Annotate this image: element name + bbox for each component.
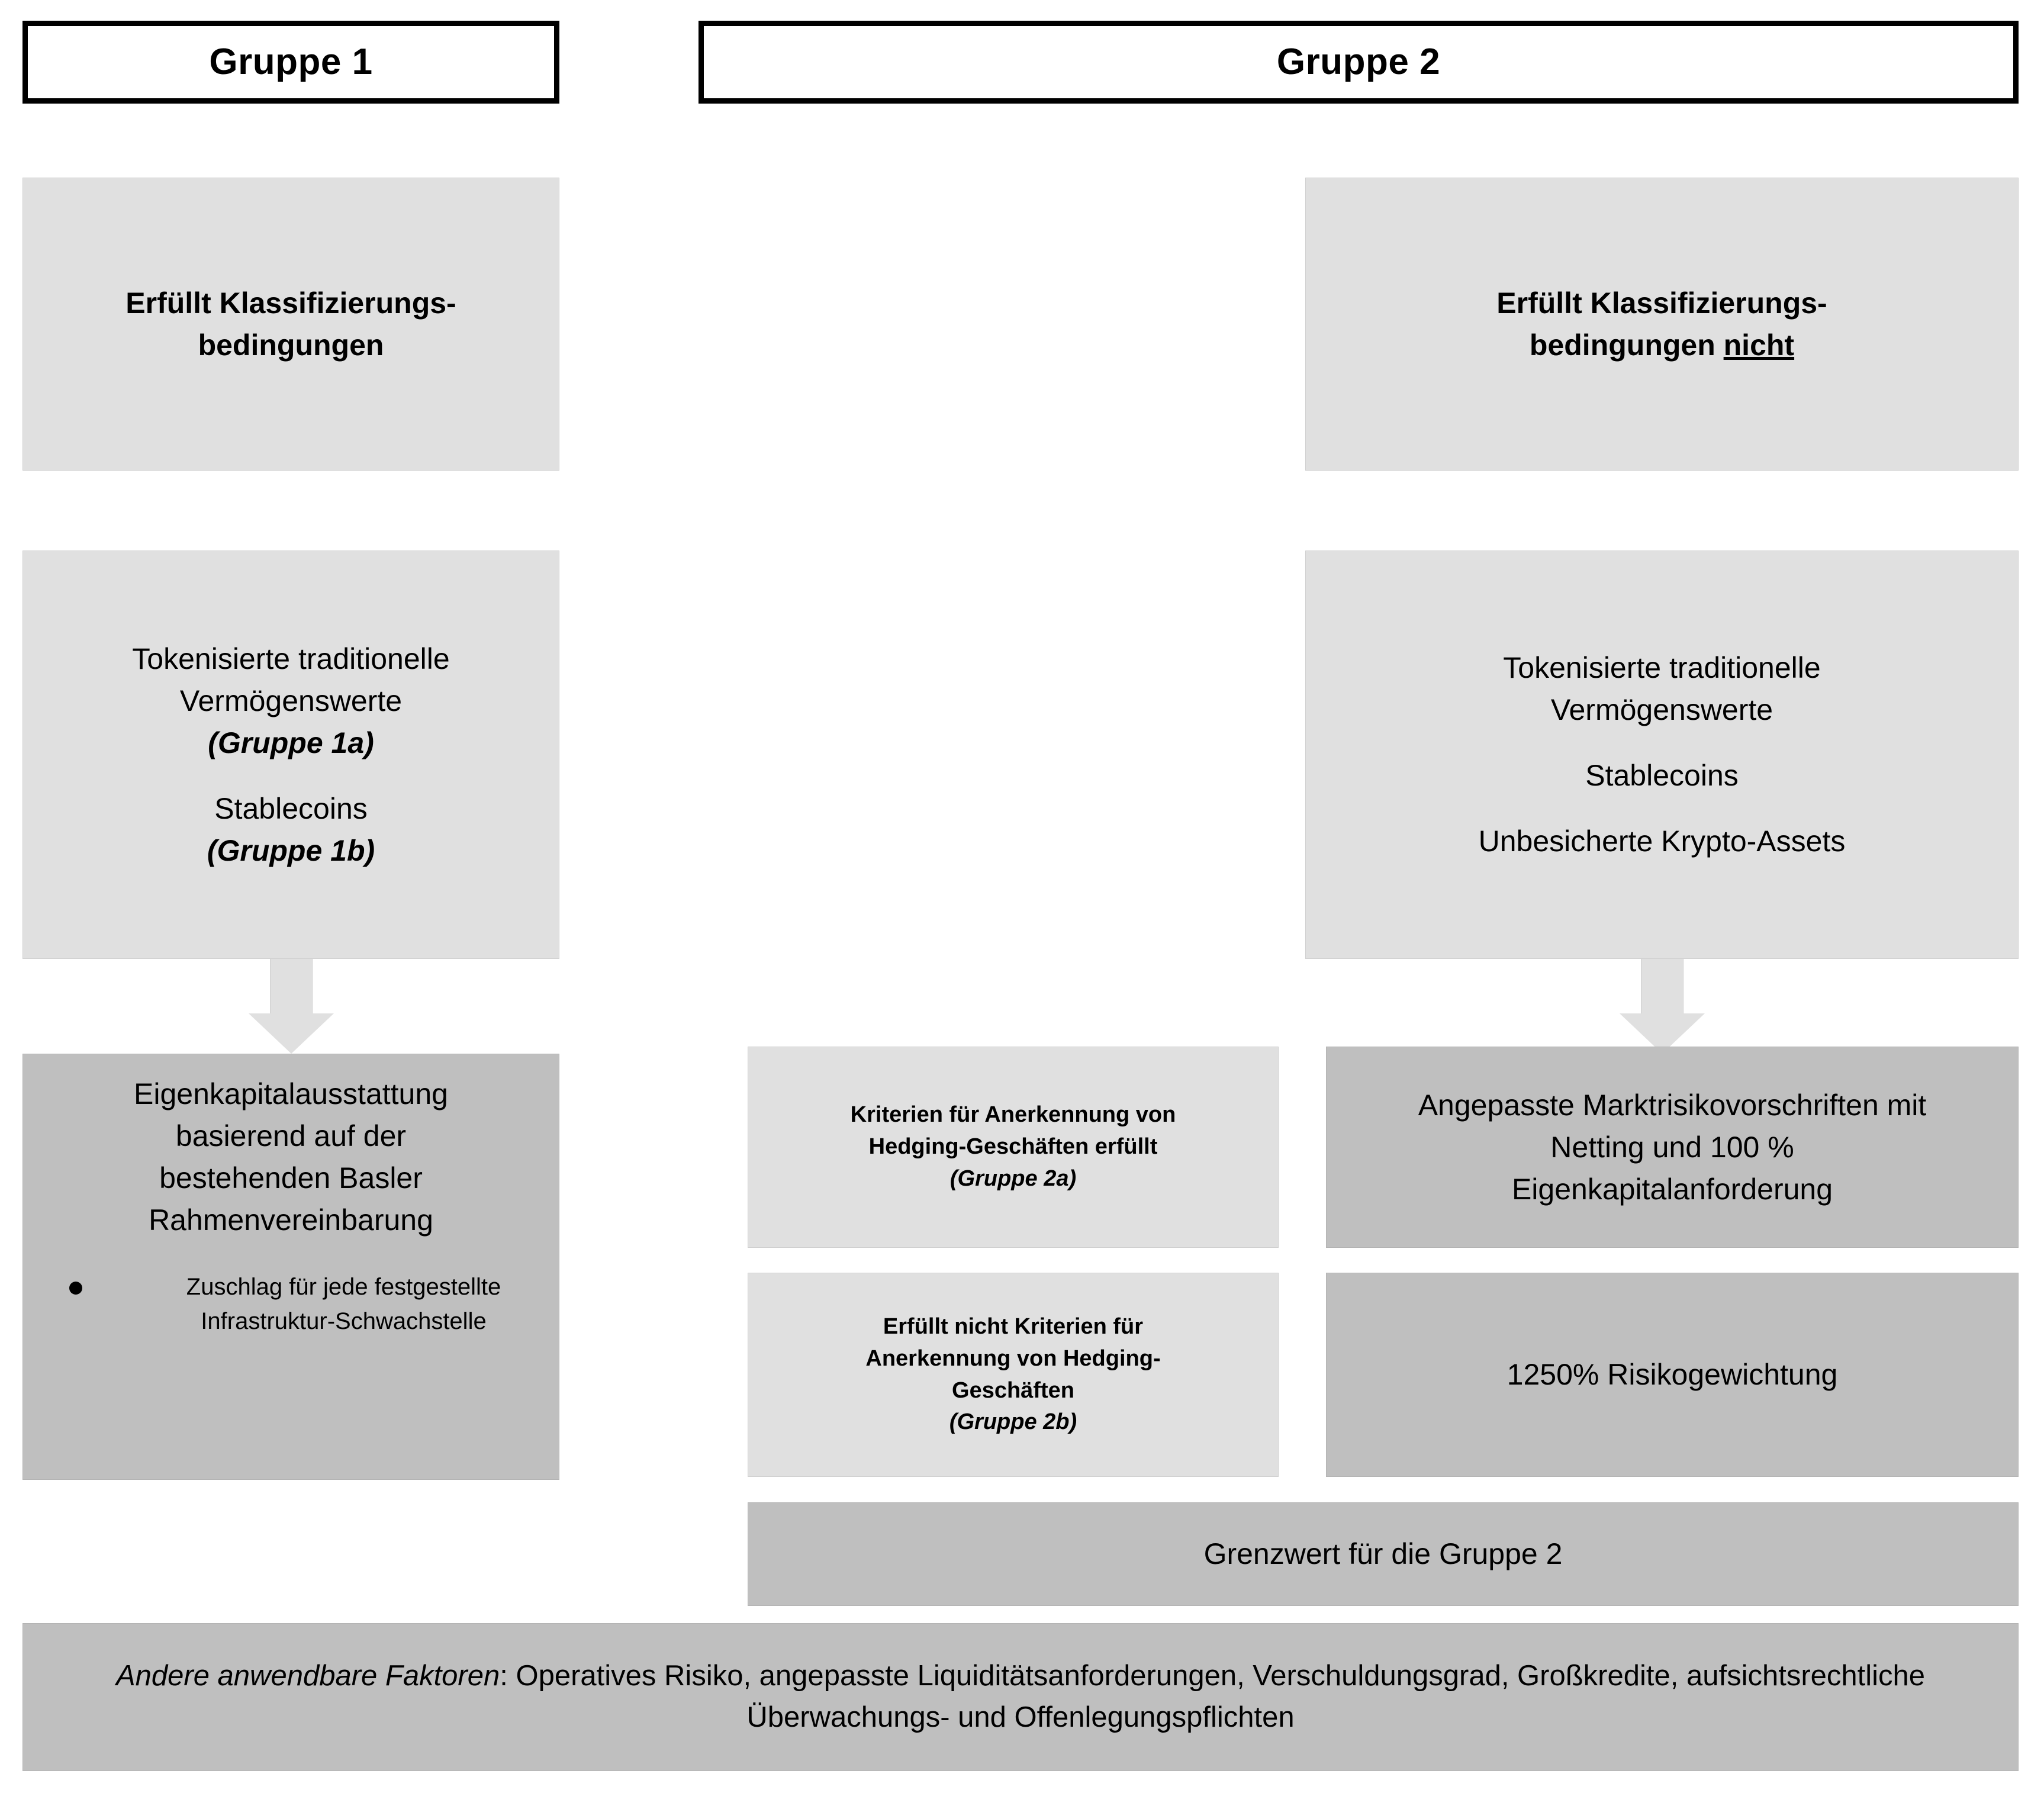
footer-rest: : Operatives Risiko, angepasste Liquidit…: [500, 1660, 1926, 1733]
group2a-sub: (Gruppe 2a): [949, 1166, 1077, 1191]
group1-assets-sub-1a: (Gruppe 1a): [208, 726, 374, 759]
header-box-gruppe-2: Gruppe 2: [698, 21, 2019, 104]
group1-treatment-bullet-text: Zuschlag für jede festgestellte Infrastr…: [186, 1274, 501, 1334]
group2-risk-weight-line1: 1250% Risikogewichtung: [1507, 1358, 1838, 1391]
group2-classification-line2-underlined: nicht: [1723, 328, 1795, 362]
group2-assets-line1: Tokenisierte traditionelle: [1503, 651, 1821, 684]
arrow-group2-down-icon: [1615, 959, 1710, 1054]
group2-assets-spacer-1: [1306, 731, 2018, 755]
group2a-hedging-met-box: Kriterien für Anerkennung von Hedging-Ge…: [748, 1047, 1279, 1248]
group2b-sub: (Gruppe 2b): [949, 1409, 1077, 1435]
group2-market-risk-line1: Angepasste Marktrisikovorschriften mit: [1418, 1088, 1927, 1122]
group2b-hedging-not-met-box: Erfüllt nicht Kriterien für Anerkennung …: [748, 1273, 1279, 1477]
assets-spacer: [23, 764, 559, 788]
group1-treatment-box: Eigenkapitalausstattung basierend auf de…: [22, 1054, 559, 1480]
group1-assets-line2: Vermögenswerte: [179, 684, 403, 717]
footer-other-factors-bar: Andere anwendbare Faktoren: Operatives R…: [22, 1623, 2019, 1771]
group2-market-risk-line2: Netting und 100 %: [1550, 1130, 1794, 1164]
group2-threshold-bar: Grenzwert für die Gruppe 2: [748, 1502, 2019, 1606]
group2-classification-line2-prefix: bedingungen: [1529, 328, 1724, 362]
group1-treatment-line3: bestehenden Basler: [159, 1161, 423, 1195]
group1-classification-line2: bedingungen: [198, 328, 384, 362]
group1-treatment-line2: basierend auf der: [175, 1119, 407, 1153]
header-label-gruppe-2: Gruppe 2: [1276, 41, 1441, 82]
group2-classification-line1: Erfüllt Klassifizierungs-: [1496, 286, 1827, 320]
group2a-line1: Kriterien für Anerkennung von: [850, 1102, 1176, 1128]
group1-treatment-line1: Eigenkapitalausstattung: [134, 1077, 448, 1110]
group2-assets-line2: Vermögenswerte: [1550, 693, 1773, 726]
group1-assets-box: Tokenisierte traditionelle Vermögenswert…: [22, 551, 559, 959]
group2a-line2: Hedging-Geschäften erfüllt: [868, 1134, 1158, 1160]
group1-classification-line1: Erfüllt Klassifizierungs-: [125, 286, 456, 320]
group1-treatment-line4: Rahmenvereinbarung: [149, 1203, 433, 1237]
group1-assets-line1: Tokenisierte traditionelle: [132, 642, 450, 675]
group2-market-risk-box: Angepasste Marktrisikovorschriften mit N…: [1326, 1047, 2019, 1248]
group2-assets-line4: Unbesicherte Krypto-Assets: [1478, 825, 1846, 858]
footer-emphasis: Andere anwendbare Faktoren: [115, 1660, 500, 1692]
group2-assets-spacer-2: [1306, 797, 2018, 820]
group2-threshold-label: Grenzwert für die Gruppe 2: [1203, 1537, 1563, 1570]
group2-market-risk-line3: Eigenkapitalanforderung: [1511, 1172, 1833, 1206]
group2b-line3: Geschäften: [952, 1377, 1074, 1403]
group2-classification-box: Erfüllt Klassifizierungs- bedingungen ni…: [1305, 178, 2019, 471]
group2b-line2: Anerkennung von Hedging-: [865, 1345, 1161, 1371]
group2-assets-line3: Stablecoins: [1585, 759, 1739, 792]
bullet-point-icon: [69, 1282, 82, 1295]
group1-classification-box: Erfüllt Klassifizierungs- bedingungen: [22, 178, 559, 471]
header-box-gruppe-1: Gruppe 1: [22, 21, 559, 104]
arrow-group1-down-icon: [244, 959, 339, 1054]
group2b-line1: Erfüllt nicht Kriterien für: [883, 1314, 1144, 1339]
header-label-gruppe-1: Gruppe 1: [209, 41, 373, 82]
group1-assets-line3: Stablecoins: [214, 791, 368, 825]
group1-treatment-bullet-item: Zuschlag für jede festgestellte Infrastr…: [23, 1270, 559, 1338]
group2-risk-weight-box: 1250% Risikogewichtung: [1326, 1273, 2019, 1477]
group2-assets-box: Tokenisierte traditionelle Vermögenswert…: [1305, 551, 2019, 959]
group1-assets-sub-1b: (Gruppe 1b): [207, 833, 375, 867]
